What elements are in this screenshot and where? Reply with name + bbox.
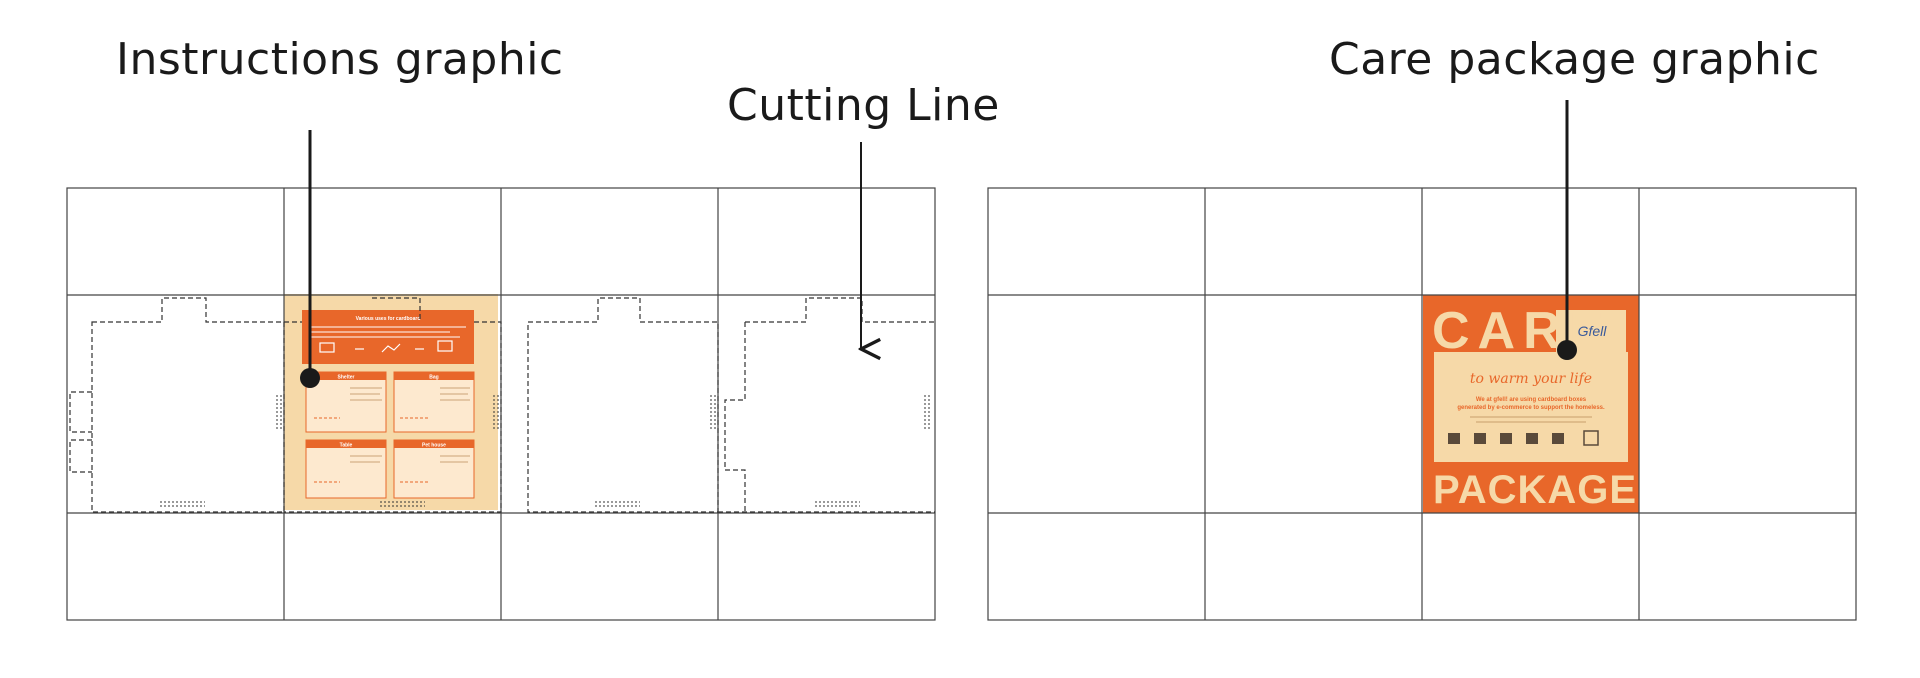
label-care-package-graphic: Care package graphic [1329,34,1820,85]
fold-icon [381,343,401,353]
instructions-header-text: Various uses for cardboard [356,316,421,322]
right-board: CARE Gfell to warm your life We at gfell… [987,187,1857,621]
section-card-pet-house: Pet house [393,439,475,499]
instructions-pointer [300,130,320,388]
care-package-graphic: CARE Gfell to warm your life We at gfell… [1423,295,1639,513]
section-card-shelter: Shelter [305,371,387,433]
section-card-bag: Bag [393,371,475,433]
section-title-shelter: Shelter [338,375,355,381]
care-word-bottom: PACKAGE [1433,468,1637,512]
label-instructions-graphic: Instructions graphic [116,34,564,85]
care-subtitle-line2: generated by e-commerce to support the h… [1457,405,1605,411]
care-package-pointer [1557,100,1577,360]
care-icon-row [1448,430,1599,446]
care-subtitle-line1: We at gfell! are using cardboard boxes [1476,397,1587,403]
stack-icon [437,340,453,352]
fold-hatches [160,395,930,507]
section-card-table: Table [305,439,387,499]
instructions-graphic: Various uses for cardboard Shelter [284,294,498,510]
care-package-pointer-dot [1557,340,1577,360]
care-logo: Gfell [1578,323,1608,339]
left-board: Various uses for cardboard Shelter [66,187,936,621]
cutting-line-outlines [69,297,935,513]
right-grid [987,187,1857,621]
label-cutting-line: Cutting Line [727,80,1000,131]
care-tagline: to warm your life [1470,371,1592,387]
section-title-pet-house: Pet house [422,443,446,449]
section-title-bag: Bag [429,375,438,381]
bed-icon [319,342,335,353]
section-title-table: Table [340,443,353,449]
instructions-pointer-dot [300,368,320,388]
